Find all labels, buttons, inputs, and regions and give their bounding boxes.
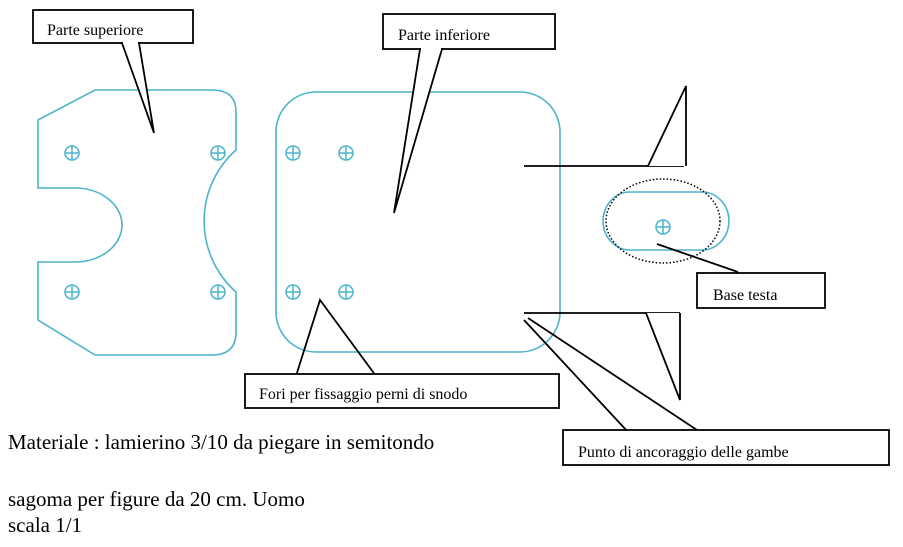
head-base-leader — [656, 243, 739, 273]
leg-anchor-leader-2 — [527, 317, 701, 433]
head-base-dotted-ellipse — [605, 178, 721, 264]
template-note: sagoma per figure da 20 cm. Uomo — [8, 487, 305, 511]
hole-icon — [655, 219, 671, 235]
hole-icon — [64, 145, 80, 161]
label-top-part: Parte superiore — [47, 22, 143, 39]
lower-wedge — [645, 312, 681, 401]
material-note: Materiale : lamierino 3/10 da piegare in… — [8, 430, 435, 454]
callout-bottom-part: Parte inferiore — [382, 13, 556, 214]
hole-icon — [210, 284, 226, 300]
label-pivot-holes: Fori per fissaggio perni di snodo — [259, 386, 467, 403]
label-head-base: Base testa — [713, 287, 777, 304]
pivot-holes — [64, 145, 671, 300]
callout-leg-anchor: Punto di ancoraggio delle gambe — [562, 429, 890, 466]
hole-icon — [285, 145, 301, 161]
head-base-outline — [602, 191, 730, 251]
label-bottom-part: Parte inferiore — [398, 27, 490, 44]
hole-icon — [338, 284, 354, 300]
hole-icon — [64, 284, 80, 300]
callout-top-part: Parte superiore — [32, 9, 194, 134]
callout-head-base: Base testa — [696, 272, 826, 309]
hole-icon — [210, 145, 226, 161]
hole-icon — [285, 284, 301, 300]
scale-note: scala 1/1 — [8, 513, 83, 537]
callout-wedges — [645, 85, 687, 401]
hole-icon — [338, 145, 354, 161]
upper-part-outline — [37, 89, 237, 356]
callout-pivot-holes: Fori per fissaggio perni di snodo — [244, 298, 560, 409]
label-leg-anchor: Punto di ancoraggio delle gambe — [578, 444, 789, 461]
leg-anchor-leader-1 — [523, 319, 629, 433]
upper-wedge — [647, 85, 687, 167]
